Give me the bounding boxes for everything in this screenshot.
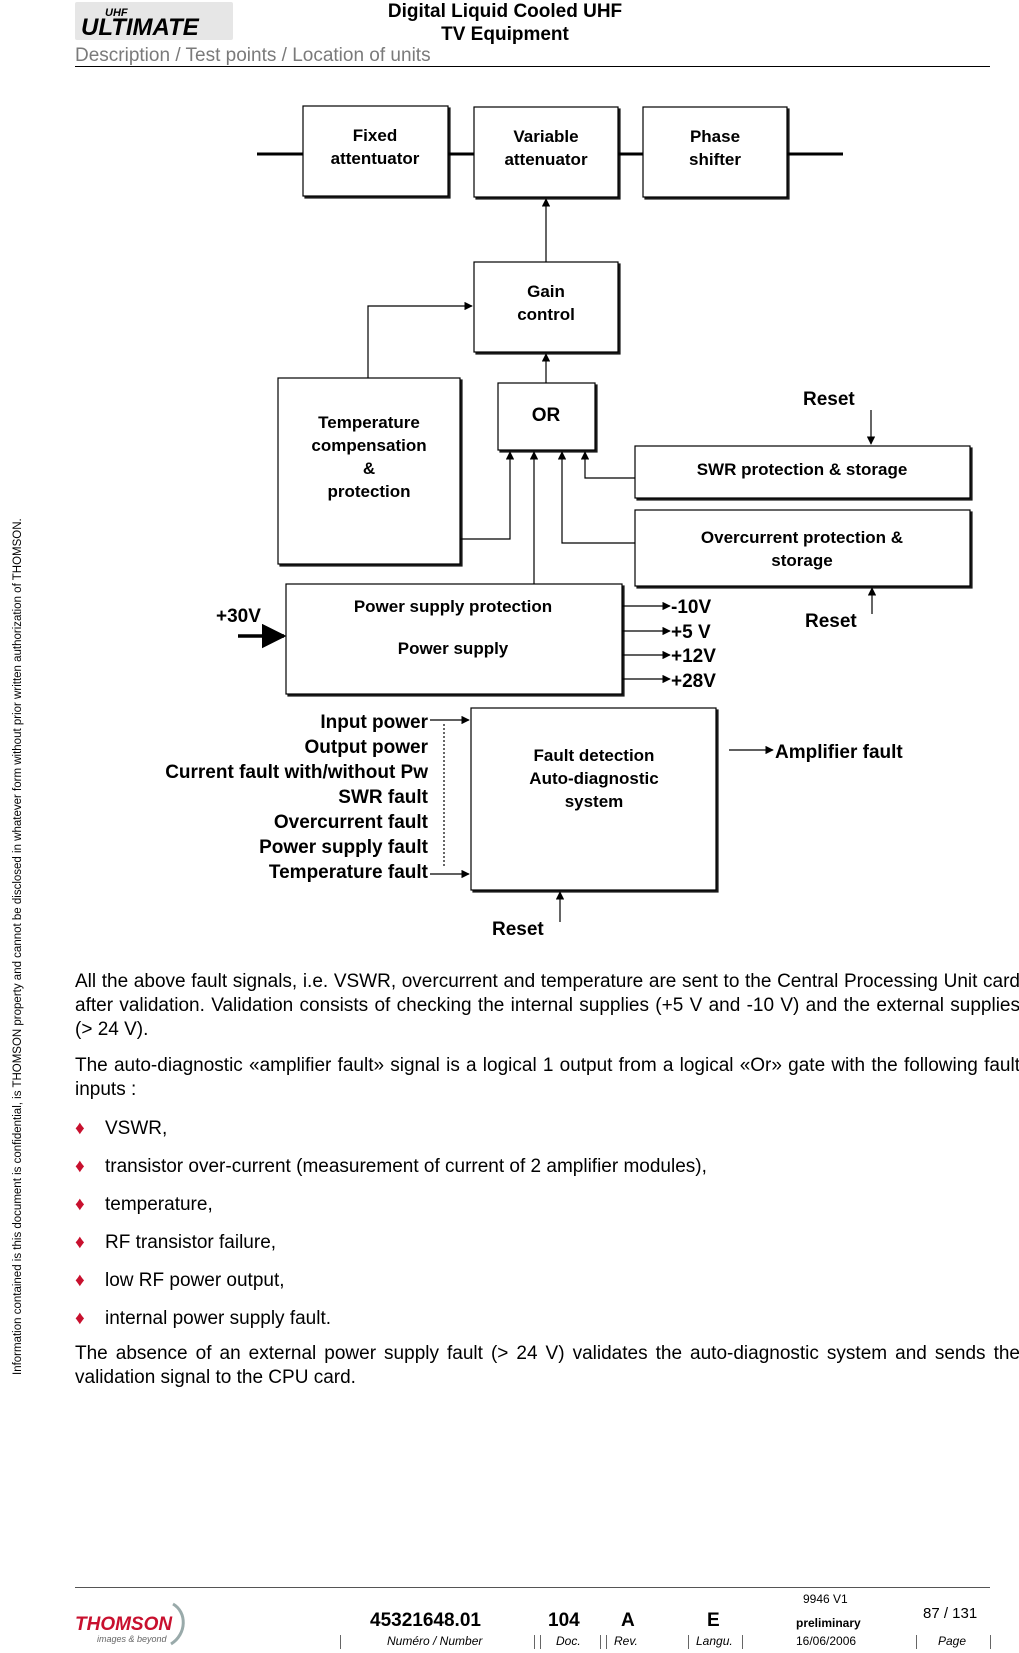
header-divider	[75, 66, 990, 67]
svg-text:Current fault with/without Pw: Current fault with/without Pw	[165, 762, 428, 783]
list-item: ♦VSWR,	[75, 1118, 168, 1139]
svg-text:Variable: Variable	[513, 127, 578, 146]
document-number: 45321648.01	[370, 1610, 481, 1631]
svg-text:attenuator: attenuator	[504, 150, 588, 169]
svg-text:shifter: shifter	[689, 150, 741, 169]
svg-text:control: control	[517, 305, 575, 324]
svg-text:+5 V: +5 V	[671, 622, 711, 643]
version: 9946 V1	[803, 1592, 848, 1606]
revision: A	[621, 1610, 635, 1631]
svg-text:Amplifier fault: Amplifier fault	[775, 742, 903, 763]
svg-text:-10V: -10V	[671, 597, 711, 618]
svg-text:Temperature fault: Temperature fault	[269, 862, 429, 883]
or-gate-box	[497, 382, 596, 451]
svg-text:system: system	[565, 792, 624, 811]
list-item: ♦temperature,	[75, 1194, 213, 1215]
document-title: Digital Liquid Cooled UHF TV Equipment	[387, 1, 623, 45]
thomson-logo: THOMSON images & beyond	[75, 1598, 195, 1648]
svg-text:Auto-diagnostic: Auto-diagnostic	[529, 769, 658, 788]
diamond-bullet-icon: ♦	[75, 1156, 85, 1177]
phase-shifter-box	[642, 106, 788, 198]
temperature-to-or-arrow	[460, 451, 515, 540]
diamond-bullet-icon: ♦	[75, 1194, 85, 1215]
document-date: 16/06/2006	[796, 1634, 857, 1648]
svg-text:attentuator: attentuator	[331, 149, 420, 168]
paragraph-validation: The absence of an external power supply …	[75, 1343, 1019, 1388]
svg-text:SWR fault: SWR fault	[338, 787, 428, 808]
svg-text:THOMSON: THOMSON	[75, 1614, 173, 1635]
list-item: ♦low RF power output,	[75, 1270, 285, 1291]
svg-text:images & beyond: images & beyond	[97, 1634, 168, 1644]
list-item: ♦transistor over-current (measurement of…	[75, 1156, 707, 1177]
variable-attenuator-box	[473, 106, 619, 198]
paragraph-amplifier-fault: The auto-diagnostic «amplifier fault» si…	[75, 1055, 1019, 1100]
temperature-to-gain-arrow	[367, 301, 473, 378]
swr-protection-box	[634, 445, 971, 499]
fixed-attenuator-box	[302, 105, 449, 197]
lang-label: Langu.	[696, 1634, 733, 1648]
language: E	[707, 1610, 720, 1631]
svg-text:Overcurrent protection &: Overcurrent protection &	[701, 528, 903, 547]
svg-text:SWR protection & storage: SWR protection & storage	[697, 460, 908, 479]
footer-divider	[75, 1587, 990, 1588]
doc-label: Doc.	[556, 1634, 581, 1648]
diamond-bullet-icon: ♦	[75, 1308, 85, 1329]
number-label: Numéro / Number	[387, 1634, 483, 1648]
svg-text:protection: protection	[327, 482, 410, 501]
overcurrent-to-or-arrow	[557, 451, 635, 544]
page-label: Page	[938, 1634, 967, 1648]
svg-text:Temperature: Temperature	[318, 413, 420, 432]
list-item: ♦internal power supply fault.	[75, 1308, 332, 1329]
diamond-bullet-icon: ♦	[75, 1232, 85, 1253]
overcurrent-protection-box	[634, 509, 971, 587]
ultimate-logo: UHF ULTIMATE	[75, 2, 233, 41]
svg-text:Phase: Phase	[690, 127, 740, 146]
svg-text:Power supply fault: Power supply fault	[259, 837, 429, 858]
svg-text:OR: OR	[532, 405, 561, 426]
block-diagram: Fixed attentuator Variable attenuator Ph…	[165, 105, 971, 940]
svg-text:Output power: Output power	[305, 737, 429, 758]
power-supply-box	[285, 583, 623, 695]
status: preliminary	[796, 1616, 861, 1630]
svg-text:&: &	[363, 459, 375, 478]
svg-text:Reset: Reset	[805, 611, 857, 632]
svg-text:+30V: +30V	[216, 606, 261, 627]
section-subtitle: Description / Test points / Location of …	[75, 45, 431, 66]
doc-code: 104	[548, 1610, 580, 1631]
svg-text:Reset: Reset	[492, 919, 544, 940]
svg-text:Gain: Gain	[527, 282, 565, 301]
svg-text:Fault detection: Fault detection	[534, 746, 655, 765]
paragraph-fault-signals: All the above fault signals, i.e. VSWR, …	[75, 971, 1019, 1040]
gain-control-box	[473, 261, 619, 353]
fault-detection-box	[470, 707, 717, 891]
svg-text:storage: storage	[771, 551, 832, 570]
svg-text:Input power: Input power	[320, 712, 428, 733]
svg-text:Power supply protection: Power supply protection	[354, 597, 552, 616]
temperature-compensation-box	[277, 377, 461, 565]
rev-label: Rev.	[614, 1634, 638, 1648]
svg-text:Reset: Reset	[803, 389, 855, 410]
svg-text:compensation: compensation	[311, 436, 426, 455]
diamond-bullet-icon: ♦	[75, 1118, 85, 1139]
list-item: ♦RF transistor failure,	[75, 1232, 277, 1253]
svg-text:ULTIMATE: ULTIMATE	[81, 14, 200, 40]
svg-text:Overcurrent fault: Overcurrent fault	[274, 812, 429, 833]
svg-text:Fixed: Fixed	[353, 126, 397, 145]
diamond-bullet-icon: ♦	[75, 1270, 85, 1291]
swr-to-or-arrow	[580, 451, 635, 479]
page-number: 87 / 131	[923, 1605, 978, 1622]
svg-text:+28V: +28V	[671, 671, 716, 692]
svg-text:+12V: +12V	[671, 646, 716, 667]
svg-text:Power supply: Power supply	[398, 639, 509, 658]
svg-text:UHF: UHF	[105, 7, 128, 19]
